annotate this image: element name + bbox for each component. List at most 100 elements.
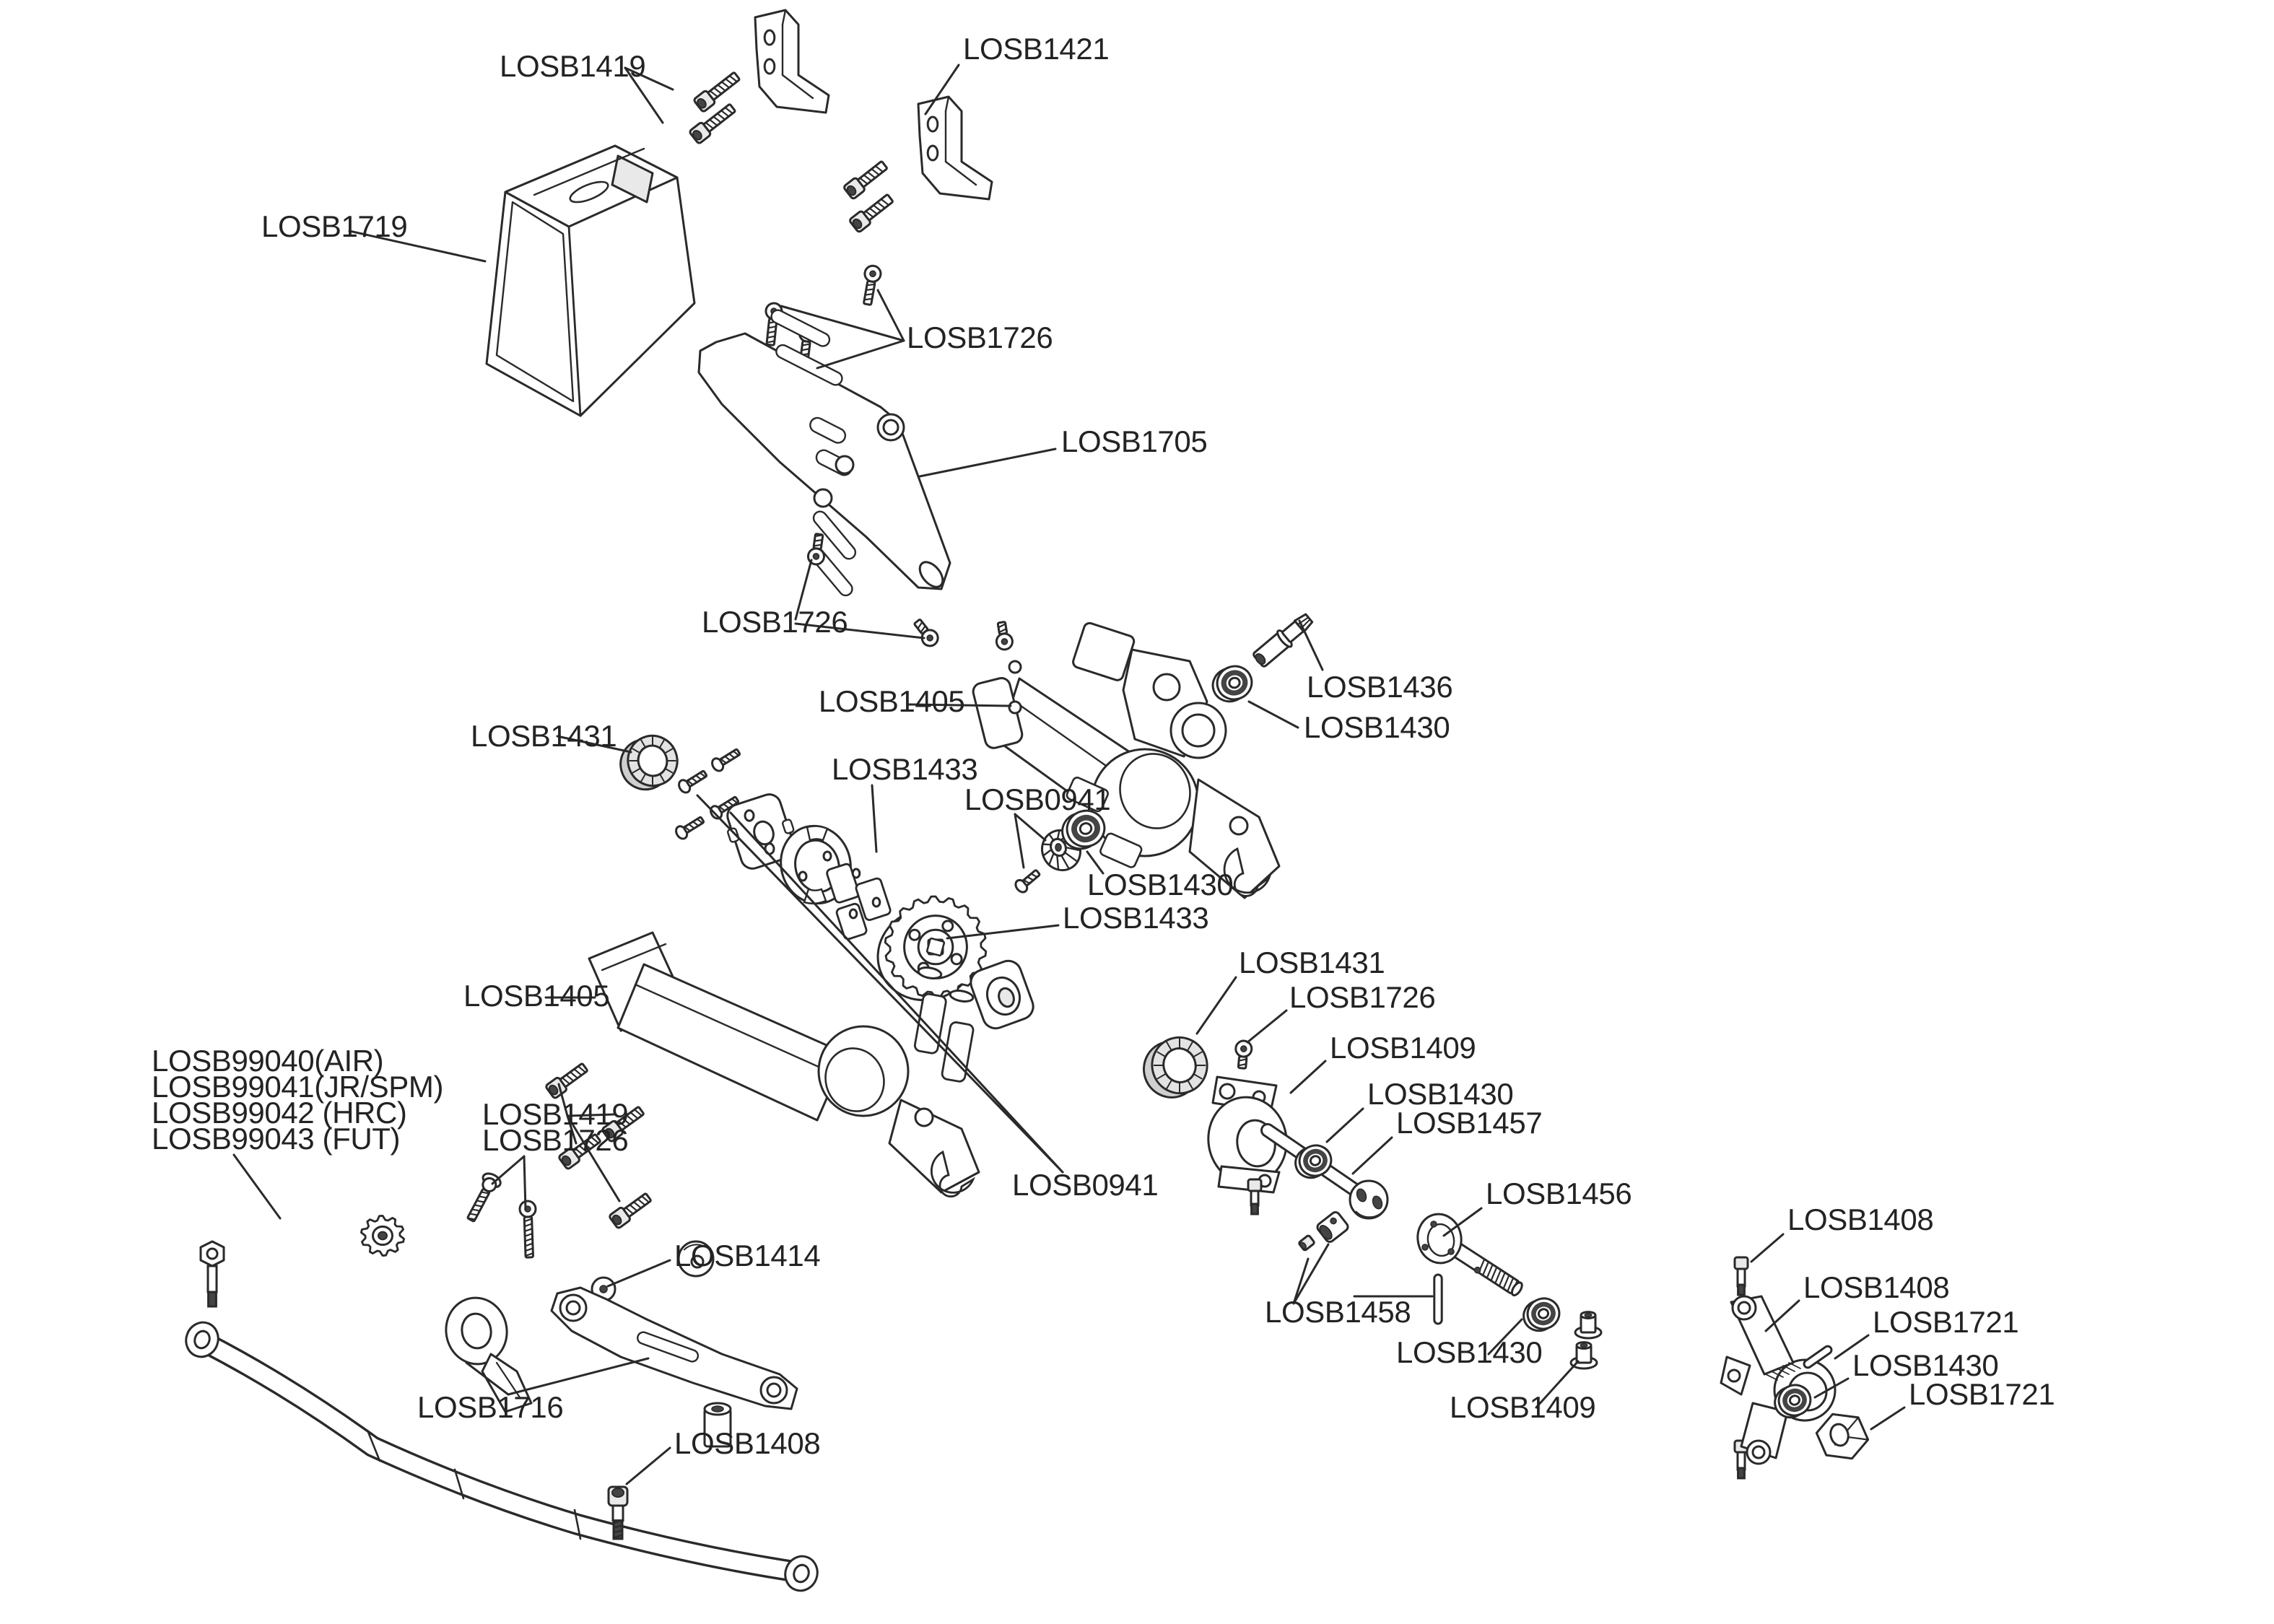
bearing-seal [1782, 1388, 1807, 1413]
arm-boss [1229, 816, 1249, 836]
seal-hatch [1193, 1073, 1203, 1080]
thread-line [692, 821, 700, 826]
bracket-hole [926, 115, 939, 133]
thread-line [713, 87, 723, 95]
square-bore [925, 937, 946, 957]
labels-layer: LOSB1419LOSB1421LOSB1719LOSB1726LOSB1705… [152, 32, 2055, 1460]
plate-boss-hole [882, 419, 899, 436]
part-button-screw [518, 1200, 537, 1259]
lightening-hole [950, 953, 963, 966]
thread-line [720, 758, 727, 764]
arm-boss [914, 1107, 934, 1127]
part-pan-screw [675, 816, 705, 840]
part-shoulder-screw [607, 1485, 629, 1540]
gear-bore [378, 1231, 388, 1241]
hex-socket [697, 97, 707, 109]
thread-line [471, 1208, 481, 1212]
leader-line [1298, 619, 1324, 671]
thread-line [469, 1213, 479, 1216]
leader-line [1289, 1060, 1327, 1094]
cross-pin-hole [1473, 1266, 1481, 1274]
part-bearing [1294, 1144, 1333, 1179]
thread-line [920, 625, 926, 633]
thread-line [713, 115, 722, 123]
seal-hatch [1166, 1080, 1172, 1089]
part-servo-horn-gear [360, 1215, 405, 1257]
hex-socket [852, 218, 863, 230]
thread-line [699, 772, 706, 778]
thread-line [728, 75, 738, 82]
shaft-tip [1510, 1281, 1523, 1297]
block [826, 863, 861, 904]
part-axle-housing-upper [972, 621, 1281, 899]
coupler-bore [1319, 1225, 1333, 1240]
leader-line [1086, 850, 1105, 875]
thread-line [724, 756, 731, 761]
housing-right-arm [888, 1099, 980, 1194]
screw-thread-tip [1737, 1467, 1746, 1480]
thread-line [466, 1217, 476, 1221]
leader-line [816, 339, 905, 370]
part-cap-screw [545, 1062, 588, 1099]
thread-line [814, 534, 824, 537]
thread-line [480, 1191, 490, 1195]
post-top [949, 990, 975, 1003]
leader-line [465, 1361, 510, 1396]
coupler-hole [1330, 1217, 1337, 1225]
part-label: LOSB1431 [471, 719, 617, 753]
link-collar [453, 1468, 465, 1500]
thread-line [863, 297, 873, 301]
bevel-tooth [1056, 855, 1060, 870]
part-label: LOSB1408 [1803, 1270, 1949, 1304]
housing-ear [1072, 621, 1136, 681]
bearing-bore [1309, 1155, 1322, 1166]
thread-line [525, 1252, 534, 1257]
part-label: LOSB1430 [1852, 1348, 1998, 1382]
seal-hatch [640, 774, 646, 782]
leader-line [566, 1113, 615, 1117]
thread-line [716, 113, 726, 121]
bushing-bore [1584, 1312, 1593, 1318]
thread-line [696, 818, 703, 824]
part-label: LOSB1409 [1330, 1031, 1476, 1065]
leader-line [1834, 1334, 1870, 1360]
rodend-bore [461, 1312, 492, 1350]
cvd-ball-body [1349, 1179, 1389, 1220]
leader-line [523, 1155, 527, 1211]
part-label: LOSB1433 [1063, 901, 1208, 935]
part-label: LOSB1414 [674, 1239, 820, 1272]
part-pan-screw [710, 795, 740, 820]
thread-line [618, 1120, 627, 1128]
bearing-seal [1071, 814, 1100, 843]
leader-line [624, 66, 674, 91]
part-cap-screw [843, 160, 888, 200]
leader-line [1292, 1257, 1310, 1305]
bearing-bore [1788, 1394, 1801, 1406]
part-dowel-pin [1803, 1345, 1833, 1369]
tower-hole [1152, 673, 1181, 702]
part-label: LOSB1431 [1239, 946, 1385, 979]
leader-line [1351, 1136, 1393, 1175]
housing-tab [1099, 832, 1143, 868]
drum-notch [806, 825, 829, 842]
part-hex-bolt [199, 1240, 225, 1308]
bevel-tooth [1056, 829, 1060, 840]
thread-line [1030, 873, 1038, 878]
part-label: LOSB1705 [1061, 424, 1207, 458]
part-post [703, 1402, 732, 1448]
thread-line [1507, 1278, 1514, 1291]
leader-line [625, 1446, 671, 1485]
screw-shoulder [611, 1504, 624, 1522]
box-handle-slot [569, 180, 609, 204]
hex-socket [926, 634, 933, 642]
arm-end-hole [766, 1382, 782, 1398]
part-cvd-ball [1349, 1179, 1389, 1220]
thread-line [478, 1195, 487, 1199]
thread-line [523, 1223, 533, 1228]
parts-layer [185, 9, 1870, 1592]
part-label: LOSB99040(AIR) [152, 1044, 383, 1078]
part-label: LOSB1430 [1367, 1077, 1513, 1111]
block-hole [871, 896, 881, 908]
thread-line [578, 1145, 588, 1153]
